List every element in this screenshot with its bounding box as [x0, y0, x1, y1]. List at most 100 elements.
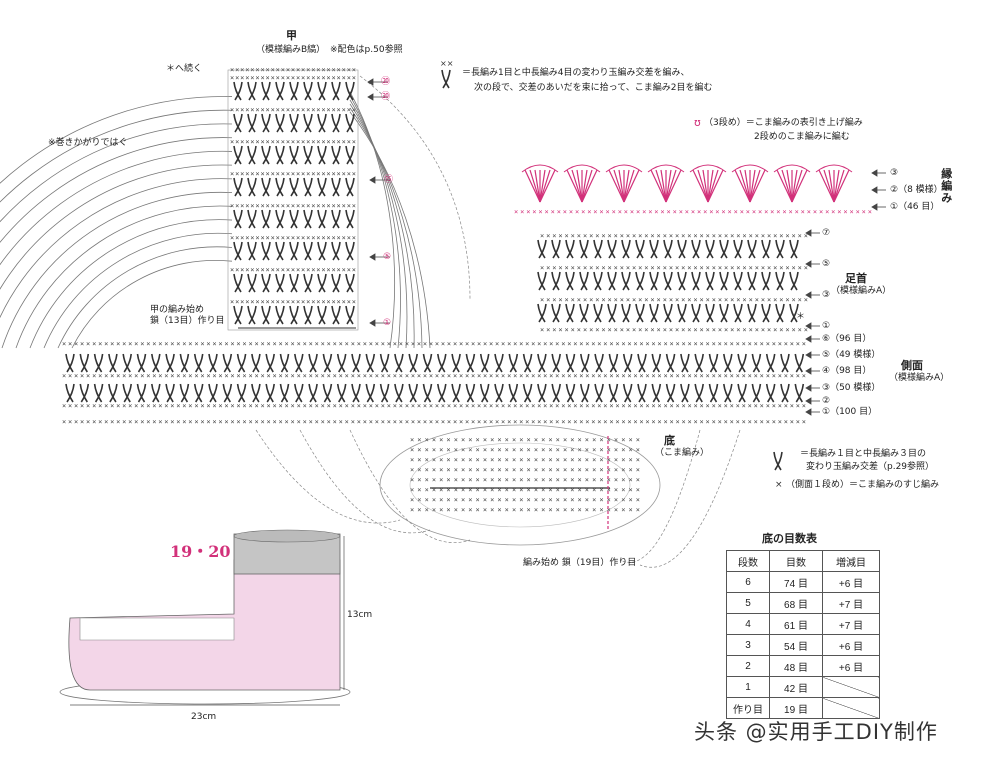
seam-arc — [349, 107, 423, 349]
cross-stitch-mark — [318, 177, 327, 197]
cross-stitch-mark — [346, 273, 355, 293]
shell-top-arc — [647, 164, 685, 173]
cross-stitch-mark — [649, 303, 658, 323]
cross-stitch-mark — [706, 239, 715, 259]
row-arrow-head — [805, 335, 812, 343]
cross-stitch-mark — [663, 239, 672, 259]
legend-symbols: ××ʊ× — [440, 59, 783, 490]
shell-stitch-mark — [660, 169, 667, 203]
count-table: 段数 目数 増減目 6 74 目 +6 目 5 68 目 +7 目 4 61 目… — [726, 550, 880, 719]
cross-stitch-mark — [346, 241, 355, 261]
table-cell: +6 目 — [822, 634, 880, 656]
cross-stitch-mark — [775, 303, 784, 323]
cross-stitch-mark — [765, 353, 775, 373]
cross-stitch-mark — [441, 69, 450, 89]
side-row-label: ⑥（96 目） — [822, 334, 872, 344]
cross-stitch-mark — [303, 113, 312, 133]
cross-stitch-mark — [304, 145, 313, 165]
cross-stitch-mark — [346, 305, 355, 325]
cross-stitch-mark — [705, 271, 714, 291]
instep-seam-arcs — [0, 91, 431, 349]
shell-stitch-mark — [623, 169, 635, 203]
cross-stitch-mark — [236, 383, 246, 403]
cross-stitch-mark — [322, 353, 332, 373]
cross-stitch-mark — [262, 177, 271, 197]
cross-stitch-mark — [222, 353, 231, 373]
cross-stitch-mark — [551, 353, 560, 373]
instep-outline — [227, 69, 359, 331]
cross-stitch-mark — [409, 353, 418, 373]
cross-stitch-mark — [379, 383, 389, 403]
cross-stitch-mark — [295, 383, 304, 403]
cross-stitch-mark — [552, 353, 561, 373]
cross-stitch-mark — [332, 145, 341, 165]
cross-stitch-mark — [638, 353, 647, 373]
cross-stitch-mark — [650, 271, 659, 291]
cross-stitch-mark — [565, 303, 574, 323]
cross-stitch-mark — [438, 353, 447, 373]
table-header: 段数 — [726, 550, 770, 572]
cross-stitch-mark — [275, 241, 284, 261]
cross-stitch-mark — [317, 209, 326, 229]
shell-stitch-mark — [576, 169, 583, 203]
seam-arc — [71, 260, 233, 349]
instep-subtitle: （模様編みB縞） — [256, 45, 326, 55]
shell-stitch-mark — [833, 169, 840, 203]
cross-stitch-mark — [776, 303, 785, 323]
bottom-outline-inner — [409, 442, 631, 528]
cross-stitch-mark — [137, 383, 147, 403]
cross-stitch-mark — [332, 113, 341, 133]
cross-stitch-mark — [332, 177, 341, 197]
cross-stitch-mark — [677, 303, 686, 323]
bottom-start-note: 編み始め 鎖（19目）作り目 — [523, 558, 637, 568]
cross-stitch-mark — [762, 303, 771, 323]
table-row: 5 68 目 +7 目 — [726, 592, 880, 614]
cross-stitch-mark — [290, 177, 299, 197]
shell-top-arc — [563, 164, 601, 173]
cross-stitch-mark — [422, 383, 432, 403]
cross-stitch-mark — [345, 81, 354, 101]
cross-stitch-mark — [566, 303, 575, 323]
cross-stitch-mark — [481, 353, 490, 373]
seam-arc — [0, 109, 233, 203]
cross-stitch-mark — [233, 81, 242, 101]
cross-stitch-mark — [308, 383, 317, 403]
row-arrow-head — [367, 78, 374, 86]
cross-stitch-mark — [790, 239, 799, 259]
cross-stitch-mark — [276, 113, 285, 133]
cross-stitch-mark — [595, 383, 604, 403]
cross-stitch-mark — [680, 353, 689, 373]
cross-stitch-mark — [317, 241, 326, 261]
cross-stitch-mark — [165, 353, 174, 373]
cross-stitch-mark — [248, 241, 257, 261]
legend-text: （3段め）＝こま編みの表引き上げ編み — [704, 118, 863, 128]
cross-stitch-mark — [733, 271, 742, 291]
cross-stitch-mark — [538, 239, 547, 259]
cross-stitch-mark — [262, 241, 271, 261]
cross-stitch-mark — [720, 303, 729, 323]
cross-stitch-mark — [637, 383, 646, 403]
figure-title: 19・20 — [170, 542, 231, 561]
cross-stitch-mark — [395, 353, 404, 373]
cross-stitch-mark — [94, 383, 104, 403]
cross-stitch-mark — [122, 383, 131, 403]
cross-stitch-mark — [565, 383, 575, 403]
cross-stitch-mark — [522, 353, 532, 373]
shell-top-arc — [605, 164, 643, 173]
cross-stitch-mark — [608, 239, 617, 259]
ankle-row-label: ⑤ — [822, 259, 831, 269]
cross-stitch-mark — [780, 383, 789, 403]
cross-stitch-mark — [607, 271, 616, 291]
cross-stitch-mark — [318, 241, 327, 261]
shell-stitch-mark — [623, 169, 640, 203]
cross-stitch-mark — [79, 383, 88, 403]
cross-stitch-mark — [748, 239, 757, 259]
cross-stitch-mark — [538, 271, 547, 291]
cross-stitch-mark — [437, 353, 446, 373]
cross-stitch-mark — [304, 113, 313, 133]
cross-stitch-mark — [289, 81, 298, 101]
cross-stitch-mark — [276, 273, 285, 293]
cross-stitch-mark — [551, 239, 560, 259]
cross-stitch-mark — [261, 273, 270, 293]
cross-stitch-mark — [247, 81, 256, 101]
